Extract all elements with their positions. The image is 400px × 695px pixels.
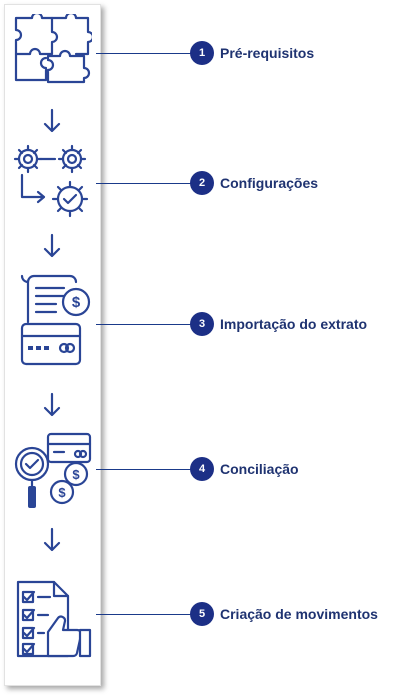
down-arrow-icon bbox=[42, 527, 62, 553]
step-5-label[interactable]: Criação de movimentos bbox=[220, 606, 378, 622]
down-arrow-icon bbox=[42, 108, 62, 134]
connector-line bbox=[96, 53, 192, 54]
receipt-card-icon: $ bbox=[16, 274, 92, 370]
checklist-thumbs-up-icon bbox=[14, 578, 94, 662]
connector-line bbox=[96, 183, 192, 184]
step-3-badge: 3 bbox=[190, 312, 214, 336]
step-3-label[interactable]: Importação do extrato bbox=[220, 316, 368, 332]
magnifier-card-coins-icon: $ $ bbox=[12, 430, 94, 514]
step-5-badge: 5 bbox=[190, 602, 214, 626]
connector-line bbox=[96, 324, 192, 325]
connector-line bbox=[96, 469, 192, 470]
step-2-badge: 2 bbox=[190, 171, 214, 195]
step-2-label[interactable]: Configurações bbox=[220, 175, 319, 191]
connector-line bbox=[96, 614, 192, 615]
step-1-label[interactable]: Pré-requisitos bbox=[220, 45, 315, 61]
step-1-badge: 1 bbox=[190, 41, 214, 65]
step-4-label[interactable]: Conciliação bbox=[220, 461, 299, 477]
step-4-badge: 4 bbox=[190, 457, 214, 481]
svg-text:$: $ bbox=[72, 294, 81, 311]
gears-icon bbox=[12, 143, 92, 223]
down-arrow-icon bbox=[42, 392, 62, 418]
down-arrow-icon bbox=[42, 233, 62, 259]
svg-text:$: $ bbox=[72, 467, 80, 482]
svg-text:$: $ bbox=[58, 485, 66, 500]
puzzle-icon bbox=[12, 14, 92, 84]
